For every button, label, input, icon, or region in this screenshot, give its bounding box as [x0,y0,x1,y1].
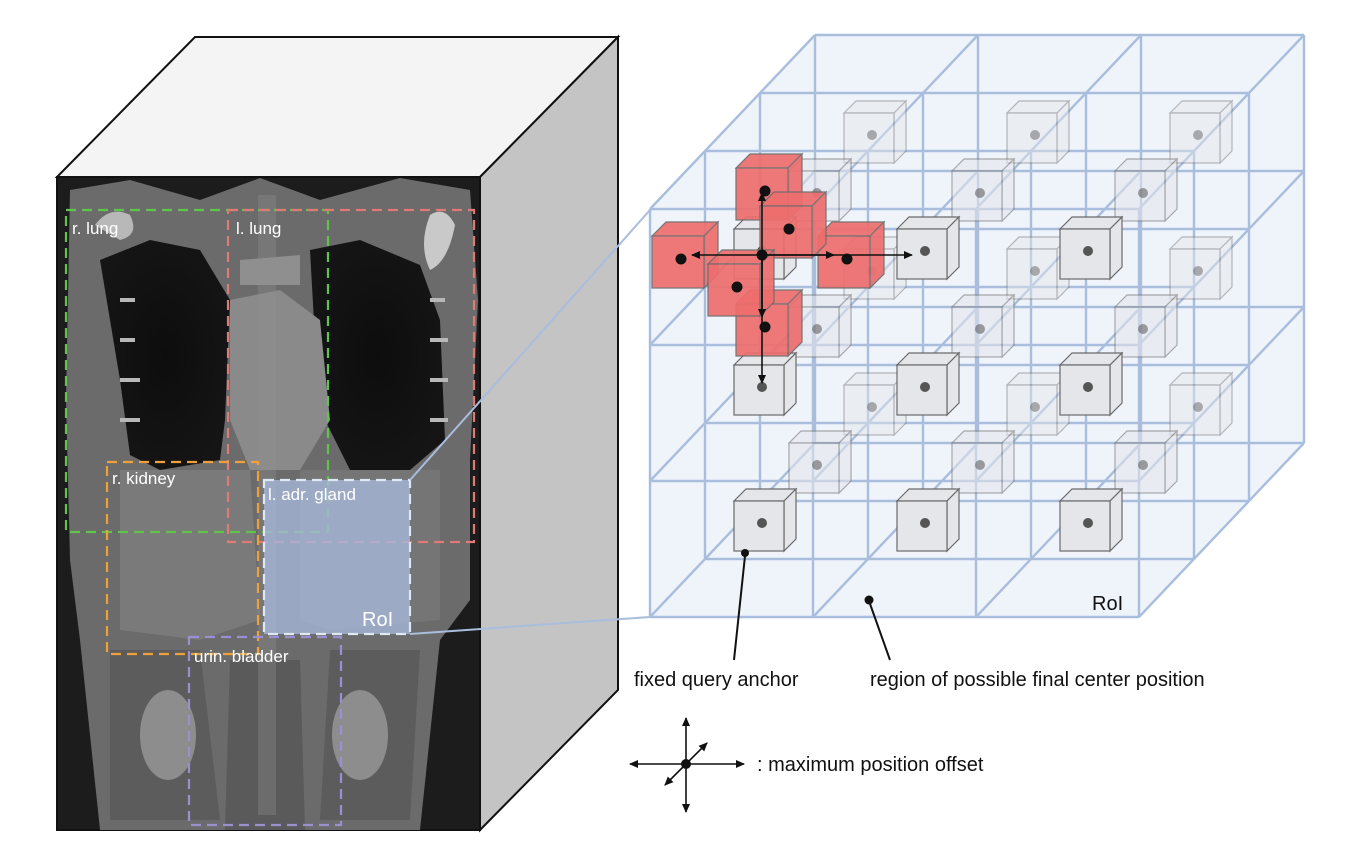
anchor-cube [1058,487,1124,553]
anchor-dot [1083,382,1093,392]
ct-volume: r. lung l. lung r. kidney l. adr. gland … [54,34,621,833]
l-adr-gland-box [262,478,412,636]
anchor-dot [867,402,877,412]
anchor-dot [975,460,985,470]
anchor-cube [1168,99,1234,165]
offset-cube [758,190,828,260]
zoom-line-top [409,209,651,481]
region-label: region of possible final center position [870,669,1205,691]
roi-label-left: RoI [362,609,393,631]
grid-side-face [1139,35,1304,617]
offset-cubes [650,152,913,384]
anchor-cube-top [1168,100,1234,114]
anchor-cube-side [1219,235,1233,301]
anchor-cube-front [1169,384,1221,436]
fixed-query-anchor-label: fixed query anchor [634,669,799,691]
grid-line-z [649,442,816,618]
anchor-cube [1005,99,1071,165]
anchor-cube [1168,371,1234,437]
anchor-dot [920,518,930,528]
roi-label-right: RoI [1092,593,1123,615]
anchor-pointer-dot [741,549,749,557]
anchor-cube-side [893,99,907,165]
anchor-cube-top [842,100,908,114]
grid-line-z [975,442,1142,618]
ct-scan-image [66,178,478,830]
anchor-cube-front [1006,248,1058,300]
anchor-dot [975,324,985,334]
anchor-dot [1030,266,1040,276]
anchor-cube-top [1005,100,1071,114]
anchor-cube-side [1056,99,1070,165]
anchor-dot [1138,324,1148,334]
offset-dot [731,281,743,293]
region-pointer-dot [864,595,874,605]
anchor-dot [812,324,822,334]
grid-line-z [812,442,979,618]
anchor-cube [787,429,853,495]
anchor-cube-front [1169,112,1221,164]
anchor-cube-side [1219,99,1233,165]
anchor-dot [975,188,985,198]
ct-volume-side-face [479,34,619,833]
anchor-dot [1193,402,1203,412]
anchor-dot [1030,130,1040,140]
offset-dot [675,253,687,265]
anchor-dot [757,518,767,528]
anchor-cube-top [1168,236,1234,250]
anchor-dot [920,246,930,256]
anchor-cube [842,99,908,165]
anchor-dot [1138,188,1148,198]
l-adr-gland-label: l. adr. gland [268,485,356,504]
anchor-cube-front [1006,112,1058,164]
anchor-dot [1193,266,1203,276]
anchor-cube [895,487,961,553]
urin-bladder-box [187,635,343,827]
r-kidney-label: r. kidney [112,469,176,488]
anchor-cube-front [843,112,895,164]
anchor-cube-front [1169,248,1221,300]
anchor-dot [757,382,767,392]
anchor-dot [812,460,822,470]
offset-dot [841,253,853,265]
urin-bladder-label: urin. bladder [194,647,289,666]
grid-line-z [1138,442,1305,618]
offset-cube [816,220,886,290]
anchor-dot [1083,246,1093,256]
anchor-cube [1058,215,1124,281]
zoom-line-bottom [409,616,651,635]
anchor-cubes [732,99,1234,553]
l-lung-label: l. lung [236,219,281,238]
anchor-cube-side [1219,371,1233,437]
anchor-cube-top [1168,372,1234,386]
anchor-dot [1030,402,1040,412]
region-pointer-line [868,600,891,661]
anchor-dot [920,382,930,392]
offset-legend [629,717,745,813]
offset-dot [783,223,795,235]
r-lung-label: r. lung [72,219,118,238]
anchor-dot [867,130,877,140]
anchor-cube-front [1114,170,1166,222]
r-kidney-box [105,460,260,656]
grid-line-z [649,34,816,210]
anchor-dot [1138,460,1148,470]
anchor-cube [1113,157,1179,223]
anchor-dot [1193,130,1203,140]
legend-text: : maximum position offset [757,754,984,776]
anchor-cube-front [843,384,895,436]
offset-dot [759,185,771,197]
r-lung-box [64,208,330,534]
anchor-cube-front [896,500,948,552]
anchor-pointer-line [733,555,746,661]
anchor-cube [950,293,1016,359]
anchor-cube-front [1006,384,1058,436]
anchor-cube [1168,235,1234,301]
anchor-cube [1005,371,1071,437]
anchor-dot [1083,518,1093,528]
offset-dot [759,321,771,333]
